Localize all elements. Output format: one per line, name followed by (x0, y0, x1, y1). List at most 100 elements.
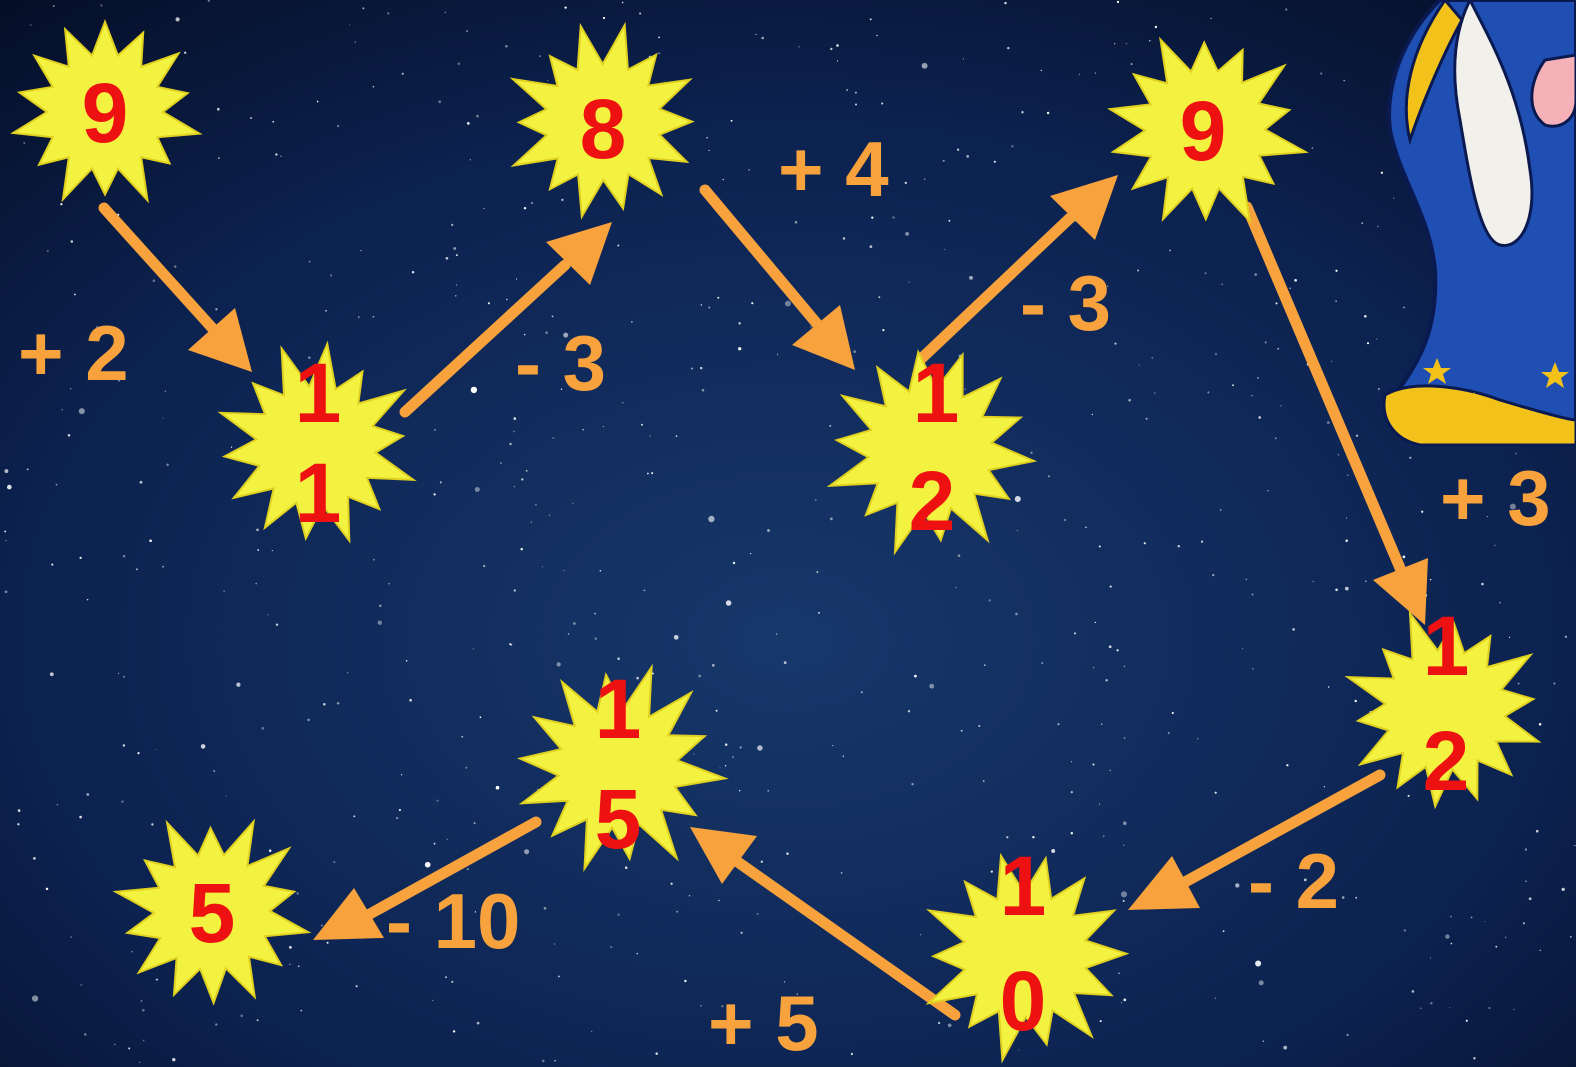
sky-star (388, 583, 389, 584)
sky-star (1343, 80, 1344, 81)
sky-star (506, 299, 508, 301)
sky-star (1151, 357, 1153, 359)
sky-star (625, 866, 628, 869)
sky-star (349, 24, 350, 25)
sky-star (524, 849, 529, 854)
sky-star (1404, 929, 1406, 931)
sky-star (725, 765, 727, 767)
sky-star (914, 675, 917, 678)
sky-star (516, 279, 517, 280)
sky-star (379, 605, 381, 607)
sky-star (4, 469, 8, 473)
sky-star (406, 660, 407, 661)
sky-star (79, 408, 85, 414)
sky-star (261, 727, 264, 730)
star-9-line-1: 5 (189, 866, 236, 960)
sky-star (5, 590, 8, 593)
sky-star (861, 691, 863, 693)
sky-star (958, 554, 961, 557)
sky-star (1275, 438, 1276, 439)
sky-star (57, 804, 59, 806)
sky-star (1095, 72, 1096, 73)
sky-star (1346, 517, 1347, 518)
sky-star (726, 600, 732, 606)
sky-star (748, 169, 750, 171)
sky-star (433, 493, 435, 495)
sky-star (843, 756, 844, 757)
sky-star (955, 587, 956, 588)
sky-star (1201, 540, 1203, 542)
sky-star (943, 160, 945, 162)
sky-star (1525, 848, 1527, 850)
sky-star (1536, 830, 1539, 833)
sky-star (1450, 916, 1452, 918)
sky-star (716, 710, 718, 712)
sky-star (1451, 943, 1453, 945)
sky-star (644, 590, 646, 592)
sky-star (700, 367, 702, 369)
sky-star (1168, 732, 1170, 734)
sky-star (631, 321, 633, 323)
sky-star (1172, 712, 1174, 714)
sky-star (1021, 111, 1023, 113)
sky-star (445, 12, 447, 14)
sky-star (531, 202, 533, 204)
sky-star (1409, 457, 1411, 459)
sky-star (1518, 683, 1520, 685)
sky-star (317, 101, 319, 103)
sky-star (141, 1000, 143, 1002)
sky-star (425, 862, 431, 868)
sky-star (733, 562, 735, 564)
sky-star (1103, 836, 1104, 837)
sky-star (446, 257, 449, 260)
sky-star (456, 254, 458, 256)
sky-star (610, 946, 612, 948)
sky-star (438, 100, 441, 103)
sky-star (1126, 43, 1128, 45)
sky-star (561, 199, 563, 201)
sky-star (1294, 279, 1297, 282)
sky-star (156, 979, 158, 981)
sky-star (1525, 880, 1526, 881)
sky-star (1565, 636, 1567, 638)
sky-star (1345, 587, 1349, 591)
sky-star (250, 117, 252, 119)
sky-star (53, 5, 54, 6)
sky-star (1574, 845, 1575, 846)
sky-star (1421, 511, 1423, 513)
sky-star (983, 780, 985, 782)
sky-star (447, 839, 448, 840)
sky-star (71, 937, 72, 938)
sky-star (1277, 348, 1279, 350)
sky-star (476, 115, 479, 118)
sky-star (475, 487, 480, 492)
sky-star (240, 1014, 243, 1017)
sky-star (701, 304, 703, 306)
sky-star (358, 316, 359, 317)
sky-star (535, 504, 537, 506)
sky-star (323, 703, 326, 706)
sky-star (655, 1052, 658, 1055)
sky-star (676, 435, 678, 437)
sky-star (347, 672, 349, 674)
sky-star (1128, 399, 1131, 402)
sky-star (360, 250, 361, 251)
sky-star (709, 150, 710, 151)
sky-star (142, 1009, 145, 1012)
sky-star (969, 276, 973, 280)
sky-star (815, 499, 817, 501)
sky-star (1215, 998, 1217, 1000)
sky-star (617, 245, 619, 247)
sky-star (905, 232, 909, 236)
sky-star (1381, 172, 1383, 174)
sky-star (471, 387, 477, 393)
sky-star (1354, 700, 1357, 703)
sky-star (741, 932, 743, 934)
sky-star (751, 302, 753, 304)
sky-star (387, 12, 389, 14)
sky-star (114, 1044, 115, 1045)
sky-star (123, 676, 125, 678)
sky-star (1529, 897, 1532, 900)
sky-star (929, 684, 934, 689)
